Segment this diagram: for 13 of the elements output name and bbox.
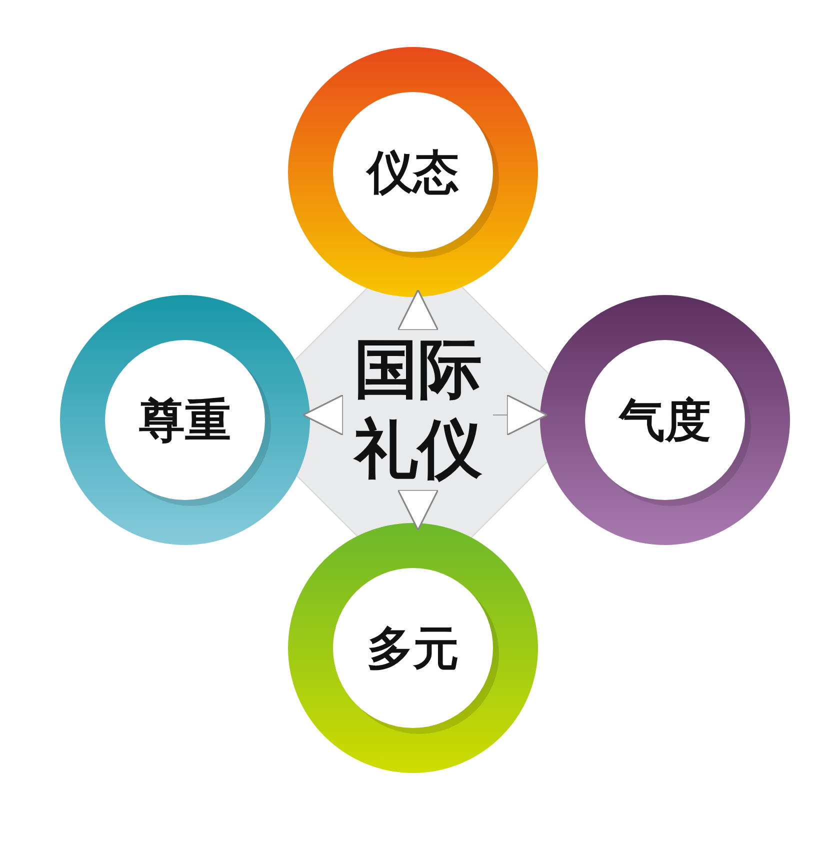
circle-label: 尊重 [138,392,232,449]
center-title: 国际礼仪 [352,332,484,489]
arrow [302,394,344,436]
circle-label: 气度 [618,392,712,449]
ring-circle [539,294,791,546]
ring-circle [287,522,539,774]
circle-label: 仪态 [364,144,460,201]
circle-label: 多元 [366,620,460,677]
ring-circle [287,46,539,298]
arrow [492,394,548,436]
ring-circle [59,294,311,546]
arrow [397,289,439,331]
arrow [397,489,439,531]
